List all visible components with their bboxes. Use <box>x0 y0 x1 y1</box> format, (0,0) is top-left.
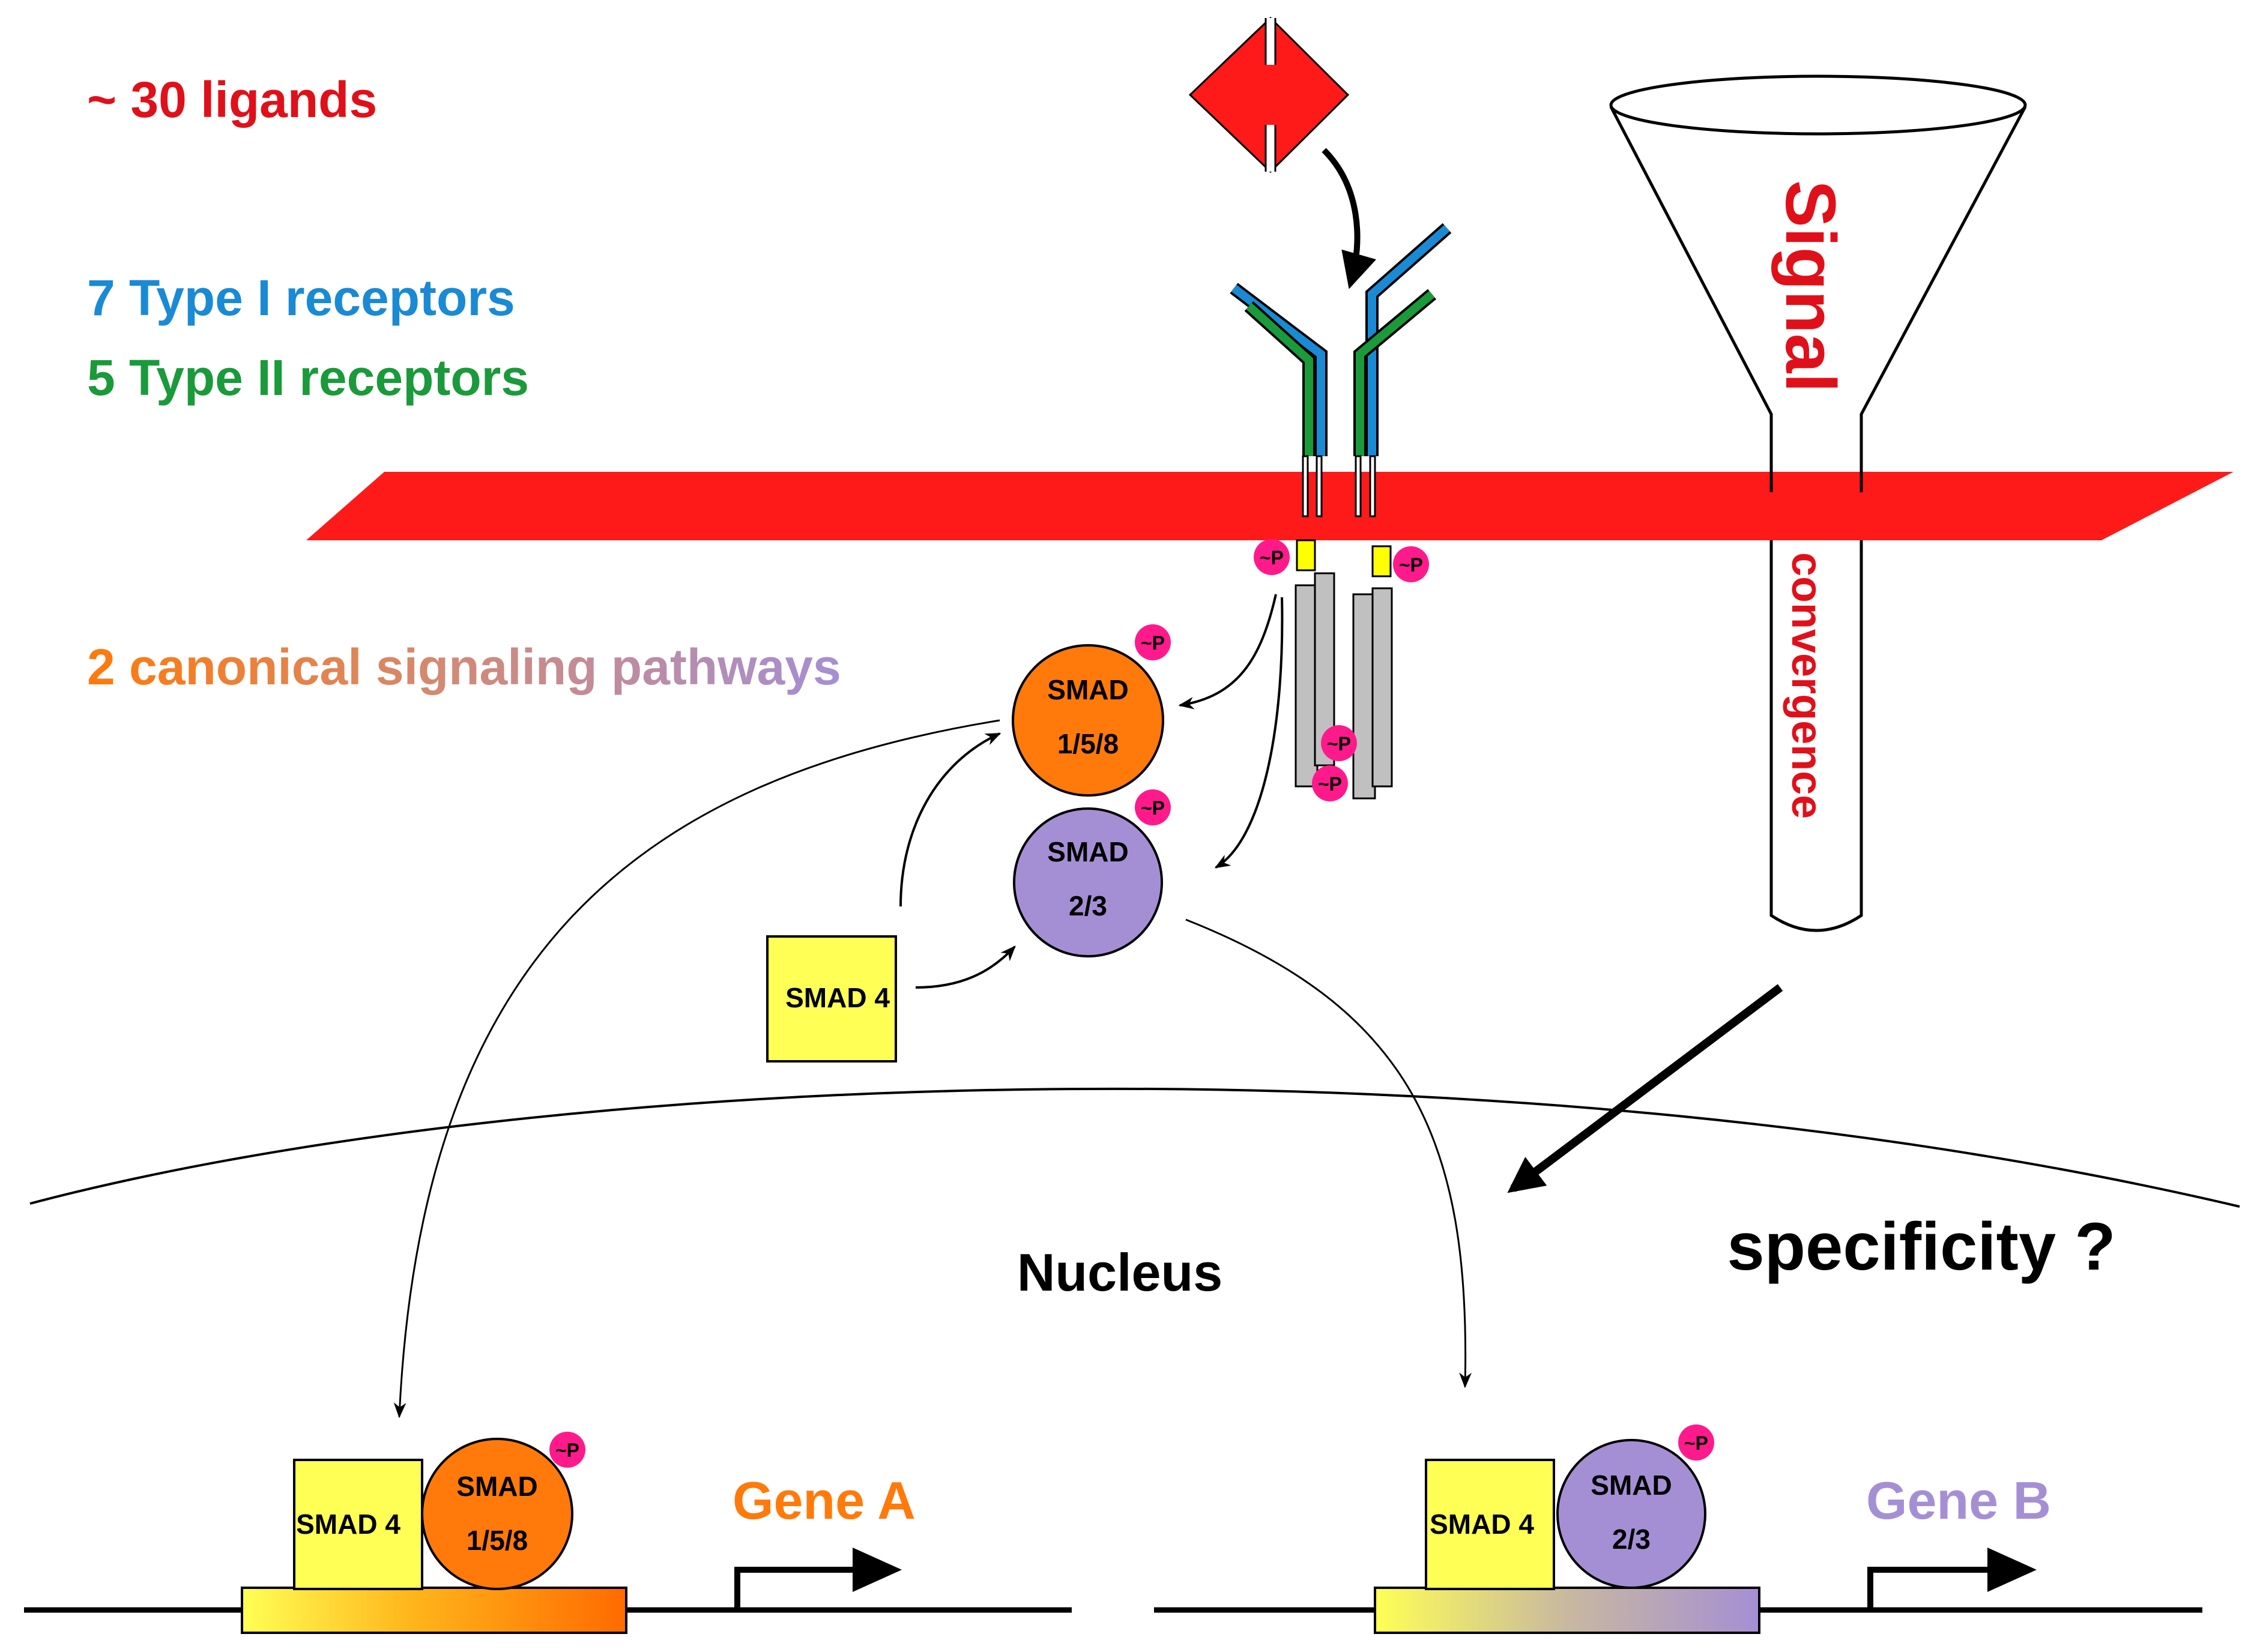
svg-text:~P: ~P <box>1318 773 1342 795</box>
phospho-badge: ~P <box>1678 1424 1714 1461</box>
phospho-badge: ~P <box>1312 765 1348 801</box>
funnel-convergence-label: convergence <box>1783 552 1831 819</box>
svg-text:~P: ~P <box>1260 547 1284 568</box>
svg-text:SMAD: SMAD <box>1591 1470 1672 1501</box>
svg-text:SMAD: SMAD <box>456 1471 537 1502</box>
svg-text:1/5/8: 1/5/8 <box>1057 728 1119 759</box>
ligand-binding-arrow <box>1322 148 1377 289</box>
svg-text:~P: ~P <box>1141 797 1165 819</box>
phospho-badge: ~P <box>1135 624 1171 660</box>
smad158-node-geneA: SMAD 1/5/8 <box>421 1438 573 1590</box>
svg-text:~P: ~P <box>1327 733 1351 755</box>
svg-text:SMAD: SMAD <box>1047 836 1128 867</box>
receptor-to-smad23-arrow <box>1214 597 1284 869</box>
phospho-badge: ~P <box>1321 725 1357 761</box>
svg-text:SMAD 4: SMAD 4 <box>785 982 890 1013</box>
svg-text:1/5/8: 1/5/8 <box>467 1525 528 1556</box>
svg-text:SMAD 4: SMAD 4 <box>296 1509 400 1540</box>
smad4-box: SMAD 4 <box>766 935 897 1063</box>
gene-b-locus <box>1154 1548 2202 1634</box>
svg-text:SMAD 4: SMAD 4 <box>1430 1509 1534 1540</box>
svg-text:~P: ~P <box>1141 632 1165 654</box>
phospho-badge: ~P <box>1254 539 1290 575</box>
nuclear-envelope <box>29 1087 2240 1208</box>
smad158-to-geneA-arrow <box>393 719 1000 1418</box>
svg-text:~P: ~P <box>1399 554 1423 576</box>
receptor-to-smad158-arrow <box>1178 594 1277 710</box>
convergence-arrow <box>1507 984 1783 1193</box>
smad23-node-geneB: SMAD 2/3 <box>1556 1439 1706 1589</box>
ligands-label: ~ 30 ligands <box>87 71 377 128</box>
svg-text:SMAD: SMAD <box>1047 674 1128 705</box>
phospho-badge: ~P <box>1135 789 1171 825</box>
smad4-to-smad158-arrow <box>899 732 1002 907</box>
ligand-diamond <box>1188 16 1350 173</box>
type1-receptors-label: 7 Type I receptors <box>87 270 515 326</box>
svg-text:~P: ~P <box>555 1439 579 1461</box>
smad4-box-geneB: SMAD 4 <box>1425 1459 1555 1590</box>
smad23-to-geneB-arrow <box>1185 918 1472 1388</box>
gene-b-label: Gene B <box>1866 1471 2051 1530</box>
funnel-signal-label: Signal <box>1771 180 1850 393</box>
gene-a-locus <box>24 1548 1072 1634</box>
signal-funnel <box>1609 74 2027 932</box>
nucleus-label: Nucleus <box>1017 1243 1222 1302</box>
pathways-label: 2 canonical signaling pathways <box>87 639 841 695</box>
receptor-left <box>1230 283 1328 517</box>
receptor-right <box>1353 223 1452 517</box>
smad23-node: SMAD 2/3 <box>1013 807 1163 957</box>
specificity-label: specificity ? <box>1727 1209 2115 1284</box>
svg-text:2/3: 2/3 <box>1612 1524 1651 1555</box>
type2-receptors-label: 5 Type II receptors <box>87 349 529 406</box>
cell-membrane <box>306 472 2234 540</box>
svg-text:~P: ~P <box>1684 1432 1708 1454</box>
smad4-to-smad23-arrow <box>915 945 1016 989</box>
phospho-badge: ~P <box>1393 546 1429 582</box>
svg-text:2/3: 2/3 <box>1069 890 1107 921</box>
smad4-box-geneA: SMAD 4 <box>293 1459 423 1590</box>
gene-a-label: Gene A <box>733 1471 916 1530</box>
kinase-domain-right <box>1352 545 1393 800</box>
smad158-node: SMAD 1/5/8 <box>1012 644 1164 797</box>
phospho-badge: ~P <box>549 1432 585 1468</box>
